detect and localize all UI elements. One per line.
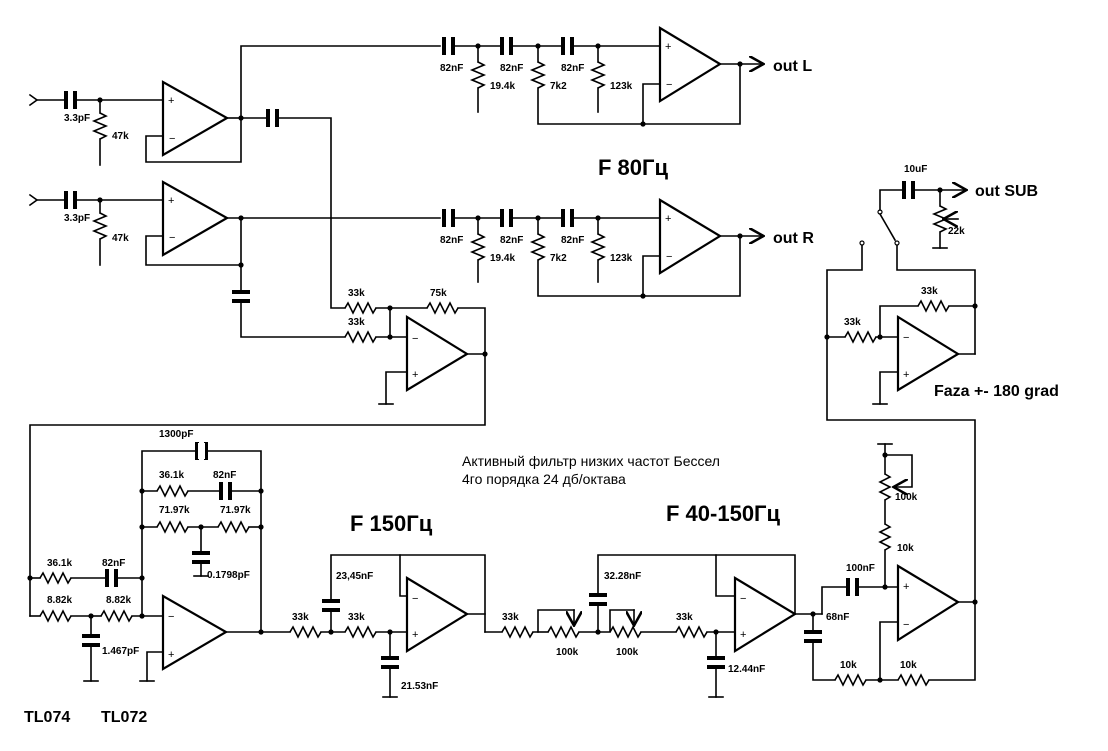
sub-pot-label: 22k [948, 226, 965, 237]
schematic-label: + [903, 581, 909, 593]
r-r1-label: 19.4k [490, 253, 515, 264]
b-c-top-label: 1300pF [159, 429, 193, 440]
chip-label-b: TL072 [101, 709, 147, 726]
filter-150hz: − + 33k 33k 23,45nF 21.53nF [289, 554, 503, 698]
out-l-label: out L [773, 58, 812, 75]
input-res-label: 47k [112, 131, 129, 142]
heading-f150: F 150Гц [350, 511, 433, 536]
b-c-a-label: 82nF [213, 470, 236, 481]
summing-amp: − + 33k 33k 75k [29, 288, 488, 617]
f150-c2-label: 21.53nF [401, 681, 438, 692]
schematic-label: + [168, 195, 174, 207]
b-r-b2-label: 71.97k [220, 505, 251, 516]
input-res-label-bottom: 47k [112, 233, 129, 244]
b-r-a-label: 36.1k [159, 470, 184, 481]
sub-cap-label: 10uF [904, 164, 927, 175]
input-buffer-bottom: + − 3.3pF 47k [28, 180, 441, 338]
phase-label: Faza +- 180 grad [934, 383, 1059, 400]
l-r1-label: 19.4k [490, 81, 515, 92]
schematic-label: − [903, 332, 909, 344]
schematic-label: + [412, 369, 418, 381]
filter-80hz-right: + − 82nF 82nF 82nF 19.4k 7k2 123k out R [440, 198, 814, 299]
f150-r2-label: 33k [348, 612, 365, 623]
ph-r-fb-label: 33k [921, 286, 938, 297]
bessel-filter: − + 1300pF 36.1k 82nF 71.97k 71.97k 0.17… [27, 429, 291, 682]
heading-f40-150: F 40-150Гц [666, 501, 781, 526]
r-c3-label: 82nF [561, 235, 584, 246]
f150-c1-label: 23,45nF [336, 571, 373, 582]
t-p2-label: 100k [616, 647, 639, 658]
l-c2-label: 82nF [500, 63, 523, 74]
sum-r1-label: 33k [348, 288, 365, 299]
ph-r-in-label: 33k [844, 317, 861, 328]
o-r3-label: 10k [900, 660, 917, 671]
t-r1-label: 33k [502, 612, 519, 623]
l-c1-label: 82nF [440, 63, 463, 74]
r-c1-label: 82nF [440, 235, 463, 246]
out-sub-label: out SUB [975, 183, 1038, 200]
l-c3-label: 82nF [561, 63, 584, 74]
f150-r1-label: 33k [292, 612, 309, 623]
r-r2-label: 7k2 [550, 253, 567, 264]
filter-note-line2: 4го порядка 24 дб/октава [462, 471, 626, 487]
l-r2-label: 7k2 [550, 81, 567, 92]
input-cap-label-bottom: 3.3pF [64, 213, 90, 224]
schematic-label: + [168, 95, 174, 107]
t-c1-label: 32.28nF [604, 571, 641, 582]
o-c1-label: 100nF [846, 563, 875, 574]
r-r3-label: 123k [610, 253, 633, 264]
wiring-top-buffer [240, 45, 441, 309]
b-r-d1-label: 8.82k [47, 595, 72, 606]
schematic-label: − [666, 79, 672, 91]
phase-inverter: − + 33k 33k 10uF 22k out SUB Faza +- 180… [824, 164, 1059, 405]
b-c-d-label: 1.467pF [102, 646, 139, 657]
filter-40-150hz: − + 33k 100k 100k 32.28nF 33k 12.44nF [501, 554, 823, 698]
sum-fb-label: 75k [430, 288, 447, 299]
sub-output-stage: + − 100nF 68nF 100k 10k 10k 10k [804, 244, 978, 687]
schematic-label: − [412, 593, 418, 605]
schematic-label: − [666, 251, 672, 263]
input-cap-label: 3.3pF [64, 113, 90, 124]
schematic-label: + [903, 369, 909, 381]
b-r-c-label: 36.1k [47, 558, 72, 569]
t-r2-label: 33k [676, 612, 693, 623]
r-c2-label: 82nF [500, 235, 523, 246]
chip-label-a: TL074 [24, 709, 70, 726]
o-r2-label: 10k [840, 660, 857, 671]
b-r-b1-label: 71.97k [159, 505, 190, 516]
o-p1-label: 100k [895, 492, 918, 503]
b-r-d2-label: 8.82k [106, 595, 131, 606]
schematic-label: − [412, 333, 418, 345]
heading-f80: F 80Гц [598, 155, 668, 180]
sum-r2-label: 33k [348, 317, 365, 328]
schematic-label: + [168, 649, 174, 661]
out-r-label: out R [773, 230, 814, 247]
schematic-label: − [168, 611, 174, 623]
schematic-label: − [903, 619, 909, 631]
filter-note-line1: Активный фильтр низких частот Бессел [462, 453, 720, 469]
t-p1-label: 100k [556, 647, 579, 658]
filter-80hz-left: + − 82nF 82nF 82nF 19.4k 7k2 123k out L [440, 26, 812, 127]
schematic-label: − [169, 133, 175, 145]
o-r1-label: 10k [897, 543, 914, 554]
schematic-label: + [412, 629, 418, 641]
schematic-label: − [169, 232, 175, 244]
b-c-b-label: 0.1798pF [207, 570, 250, 581]
b-c-c-label: 82nF [102, 558, 125, 569]
schematic-label: − [740, 593, 746, 605]
schematic-label: + [665, 41, 671, 53]
l-r3-label: 123k [610, 81, 633, 92]
o-c2-label: 68nF [826, 612, 849, 623]
schematic-label: + [665, 213, 671, 225]
input-buffer-top: + − 3.3pF 47k [28, 80, 244, 166]
schematic-label: + [740, 629, 746, 641]
t-c2-label: 12.44nF [728, 664, 765, 675]
